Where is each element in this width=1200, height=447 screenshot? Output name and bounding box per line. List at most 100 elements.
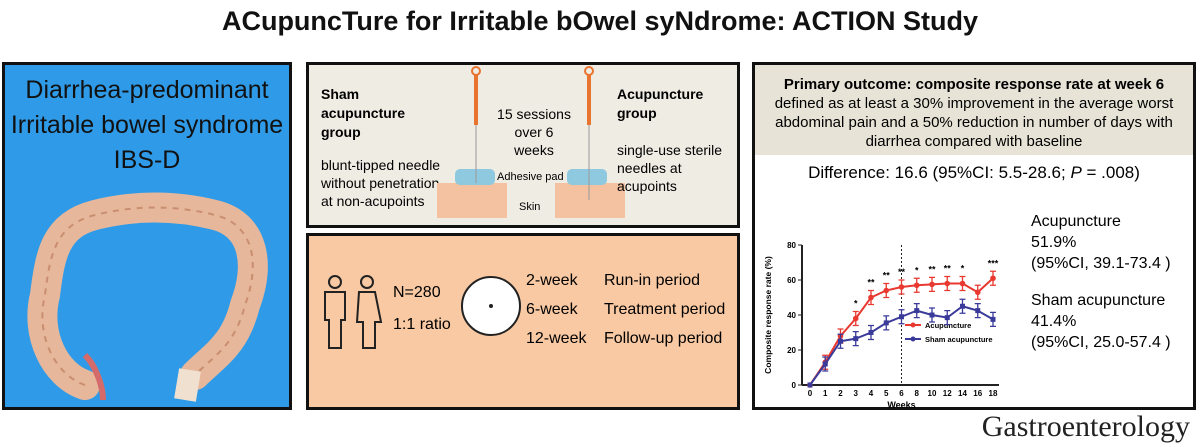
- y-tick-label: 60: [787, 276, 796, 285]
- x-axis-title: Weeks: [887, 400, 915, 410]
- legend-label: Acupuncture: [925, 321, 971, 330]
- x-tick-label: 1: [823, 389, 828, 398]
- sham-rate: 41.4%: [1031, 313, 1077, 330]
- x-tick-label: 6: [899, 389, 904, 398]
- acu-desc: acupoints: [617, 178, 677, 194]
- data-point: [929, 281, 935, 288]
- condition-line: Irritable bowel syndrome: [10, 111, 284, 139]
- people-icon: [324, 275, 383, 349]
- difference-text: Difference: 16.6 (95%CI: 5.5-28.6; P = .…: [808, 163, 1140, 182]
- data-point: [975, 308, 981, 314]
- outcome-definition: defined as at least a 30% improvement in…: [774, 95, 1174, 112]
- page-title: ACupuncTure for Irritable bOwel syNdrome…: [221, 6, 979, 36]
- period-name: Run-in period: [604, 272, 701, 289]
- outcome-heading: Primary outcome: composite response rate…: [783, 76, 1165, 93]
- significance-marker: *: [915, 265, 919, 275]
- sham-title: group: [321, 124, 361, 140]
- x-tick-label: 16: [973, 389, 982, 398]
- data-point: [868, 330, 874, 335]
- period-row: 12-week Follow-up period: [526, 324, 725, 353]
- sessions-text: weeks: [514, 142, 554, 158]
- y-tick-label: 0: [792, 381, 797, 390]
- x-tick-label: 3: [854, 389, 859, 398]
- data-point: [852, 315, 859, 322]
- x-tick-label: 4: [869, 389, 874, 398]
- legend-marker: [910, 336, 916, 342]
- data-point: [898, 284, 905, 290]
- x-tick-label: 2: [838, 389, 843, 398]
- acu-desc: needles at: [617, 160, 682, 176]
- period-duration: 12-week: [526, 330, 587, 347]
- data-point: [974, 289, 981, 296]
- sham-title: Sham: [321, 86, 360, 102]
- period-row: 2-week Run-in period: [526, 266, 725, 295]
- significance-marker: ***: [988, 258, 999, 268]
- outcome-panel: Primary outcome: composite response rate…: [752, 62, 1196, 410]
- data-point: [853, 336, 859, 342]
- x-tick-label: 12: [943, 389, 952, 398]
- sham-desc: at non-acupoints: [321, 193, 425, 209]
- sham-desc: blunt-tipped needle: [321, 157, 441, 173]
- significance-marker: **: [944, 264, 952, 274]
- y-tick-label: 40: [787, 311, 796, 320]
- intervention-panel: Sham acupuncture group blunt-tipped need…: [306, 62, 740, 228]
- data-point: [838, 338, 843, 344]
- data-point: [899, 314, 904, 320]
- period-duration: 2-week: [526, 272, 578, 289]
- legend-label: Sham acupuncture: [925, 335, 993, 344]
- period-duration: 6-week: [526, 301, 578, 318]
- sham-label: Sham acupuncture: [1031, 292, 1166, 309]
- colon-icon: [27, 192, 268, 402]
- condition-panel: Diarrhea-predominant Irritable bowel syn…: [2, 62, 292, 410]
- y-axis-title: Composite response rate (%): [763, 256, 773, 374]
- journal-logo: Gastroenterology: [981, 410, 1190, 443]
- data-point: [807, 382, 813, 388]
- significance-marker: **: [883, 271, 891, 281]
- y-tick-label: 20: [787, 346, 796, 355]
- outcome-definition: diarrhea compared with baseline: [865, 133, 1083, 150]
- data-point: [990, 275, 996, 282]
- data-point: [944, 315, 950, 321]
- x-tick-label: 18: [989, 389, 998, 398]
- acu-label: Acupuncture: [1031, 213, 1121, 230]
- acu-title: Acupuncture: [617, 86, 704, 102]
- condition-line: Diarrhea-predominant: [25, 76, 269, 104]
- clock-icon: [461, 276, 521, 336]
- data-point: [883, 320, 889, 326]
- needle-illustration: [437, 66, 625, 218]
- sham-title: acupuncture: [321, 105, 406, 121]
- data-point: [929, 312, 935, 318]
- data-point: [990, 316, 996, 322]
- x-tick-label: 0: [808, 389, 813, 398]
- sessions-text: over 6: [514, 124, 554, 140]
- significance-marker: *: [961, 264, 965, 274]
- sham-ci: (95%CI, 25.0-57.4 ): [1031, 334, 1171, 351]
- data-point: [822, 361, 828, 367]
- acu-rate: 51.9%: [1031, 234, 1077, 251]
- data-point: [913, 282, 920, 289]
- significance-marker: **: [867, 278, 875, 288]
- acu-ci: (95%CI, 39.1-73.4 ): [1031, 255, 1171, 272]
- significance-marker: **: [928, 264, 936, 274]
- data-point: [960, 303, 965, 309]
- x-tick-label: 14: [958, 389, 967, 398]
- x-tick-label: 8: [915, 389, 920, 398]
- ratio: 1:1 ratio: [393, 316, 451, 333]
- condition-line: IBS-D: [113, 146, 181, 174]
- period-name: Follow-up period: [604, 330, 723, 347]
- y-tick-label: 80: [787, 241, 796, 250]
- outcome-header: Primary outcome: composite response rate…: [755, 65, 1193, 155]
- outcome-definition: abdominal pain and a 50% reduction in nu…: [775, 114, 1173, 131]
- x-tick-label: 10: [928, 389, 937, 398]
- data-point: [914, 308, 920, 314]
- significance-marker: *: [854, 299, 858, 309]
- acu-title: group: [617, 105, 657, 121]
- data-point: [959, 280, 966, 287]
- pad-label: Adhesive pad: [497, 171, 564, 183]
- skin-label: Skin: [519, 201, 541, 213]
- significance-marker: **: [898, 267, 906, 277]
- legend-marker: [910, 322, 916, 328]
